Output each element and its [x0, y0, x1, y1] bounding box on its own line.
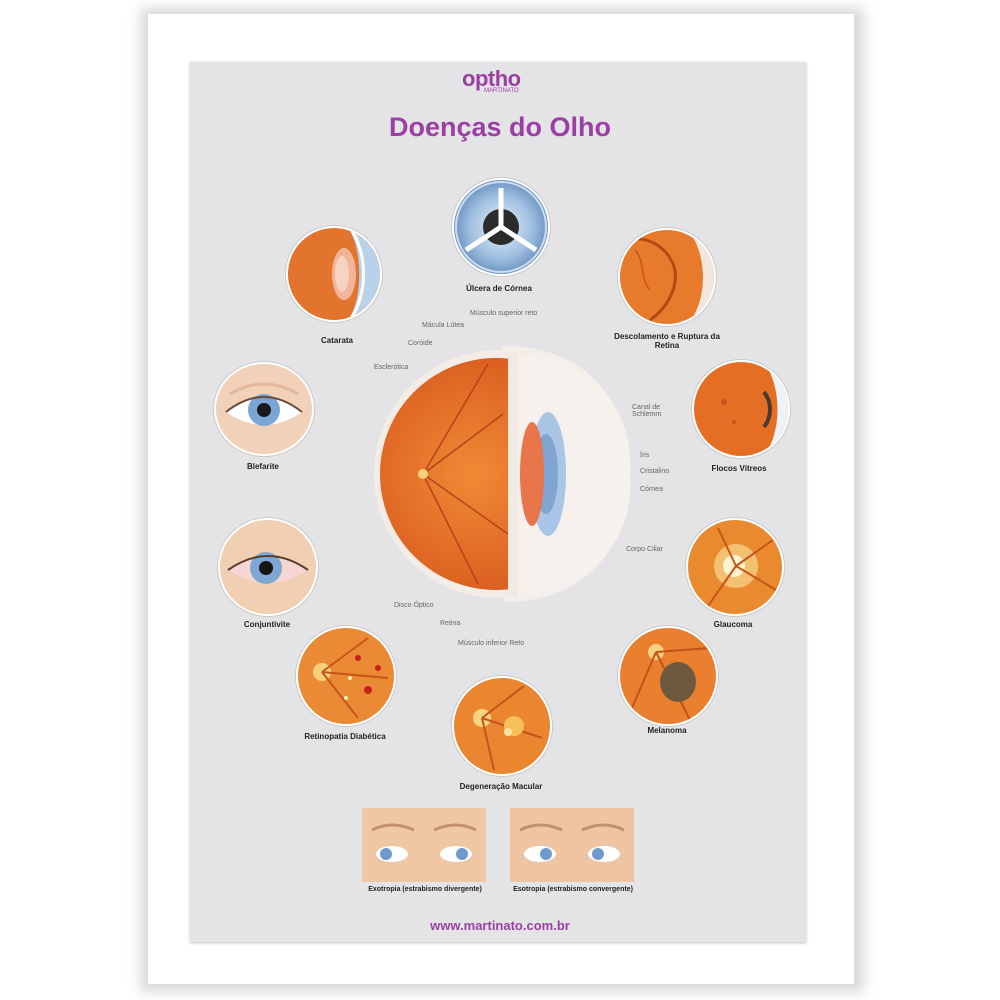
descolamento-caption: Descolamento e Ruptura da Retina	[614, 332, 720, 350]
eye-cross-section	[368, 334, 638, 614]
label-cristalino: Cristalino	[640, 468, 670, 475]
retinopatia-caption: Retinopatia Diabética	[304, 732, 386, 741]
label-macula-lutea: Mácula Lútea	[422, 322, 465, 329]
label-musculo-superior: Músculo superior reto	[470, 310, 538, 317]
flocos-illustration	[692, 360, 790, 458]
ulcera-caption: Úlcera de Córnea	[466, 284, 532, 293]
degeneracao-illustration	[452, 676, 552, 776]
label-musculo-inferior: Músculo inferior Reto	[458, 640, 525, 647]
melanoma-caption: Melanoma	[647, 726, 687, 735]
label-corpo-ciliar: Corpo Ciliar	[626, 546, 663, 553]
brand-logo: optho MARTINATO	[462, 66, 542, 100]
label-esclerotica: Esclerótica	[374, 364, 409, 371]
label-retina: Retina	[440, 620, 461, 627]
melanoma-illustration	[618, 626, 718, 726]
brand-name: optho	[462, 66, 521, 91]
label-coroide: Coróide	[408, 340, 433, 347]
poster-title: Doenças do Olho	[388, 112, 612, 142]
exotropia-photo	[362, 808, 486, 882]
label-iris: Íris	[640, 452, 650, 459]
blefarite-illustration	[214, 362, 314, 456]
label-canal-schlemm: Canal de Schlemm	[632, 404, 662, 418]
blefarite-caption: Blefarite	[246, 462, 279, 471]
glaucoma-illustration	[686, 518, 784, 616]
descolamento-illustration	[618, 228, 716, 326]
catarata-caption: Catarata	[320, 336, 353, 345]
glaucoma-caption: Glaucoma	[713, 620, 753, 629]
retinopatia-illustration	[296, 626, 396, 726]
exotropia-caption: Exotropia (estrabismo divergente)	[368, 886, 482, 893]
esotropia-caption: Esotropia (estrabismo convergente)	[513, 886, 633, 893]
conjuntivite-caption: Conjuntivite	[243, 620, 291, 629]
catarata-illustration	[286, 226, 382, 322]
conjuntivite-illustration	[218, 518, 318, 616]
brand-tagline: MARTINATO	[484, 88, 519, 94]
degeneracao-caption: Degeneração Macular	[459, 782, 543, 791]
footer-website: www.martinato.com.br	[430, 918, 570, 933]
label-disco-optico: Disco Óptico	[394, 602, 434, 609]
flocos-caption: Flocos Vítreos	[711, 464, 767, 473]
label-cornea: Córnea	[640, 486, 663, 493]
ulcera-illustration	[452, 178, 550, 276]
esotropia-photo	[510, 808, 634, 882]
